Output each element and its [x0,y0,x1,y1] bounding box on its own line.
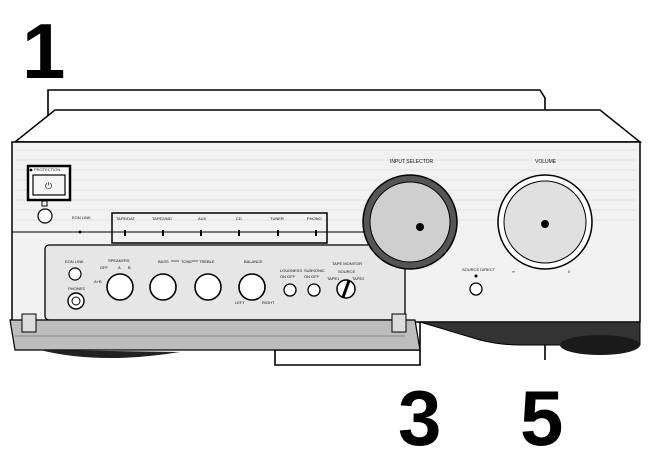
source-direct-label: SOURCE DIRECT [462,267,496,272]
input-buttons: TAPE/DAT TAPE2/MD AUX CD TUNER PHONO [111,212,328,244]
speakers-b-label: B [128,265,131,270]
callout-1: 1 [22,7,65,95]
tape-monitor-source-label: SOURCE [338,269,355,274]
treble-label: TREBLE [199,259,215,264]
balance-label: BALANCE [244,259,263,264]
input-label-tape-dat: TAPE/DAT [116,216,136,221]
subsonic-label: SUBSONIC [304,268,325,273]
speakers-ab-label: A+B [94,279,102,284]
remote-sensor [37,208,53,224]
loudness-label: LOUDNESS [280,268,302,273]
loudness-onoff-label: ON OFF [280,274,296,279]
speakers-off-label: OFF [100,265,109,270]
source-direct: SOURCE DIRECT [462,267,496,296]
input-selector-label: INPUT SELECTOR [390,159,434,165]
tone-label: TONE [181,259,192,264]
source-direct-led [474,274,478,278]
treble-knob[interactable] [194,273,222,301]
balance-knob[interactable] [238,273,266,301]
eon-link-button[interactable] [68,267,82,281]
power-section: PROTECTION ⏻ [26,164,72,224]
input-selector-knob[interactable] [369,181,451,263]
input-label-phono: PHONO [307,216,322,221]
volume-section: VOLUME ∞ 0 [497,159,593,274]
phones-label: PHONES [68,286,85,291]
input-led-6[interactable] [315,230,317,236]
balance-left-label: LEFT [235,300,245,305]
input-led-4[interactable] [238,230,240,236]
source-direct-button[interactable] [469,282,483,296]
volume-max-mark: 0 [568,269,571,274]
tape-monitor-tape1-label: TAPE1 [327,276,340,281]
loudness-button[interactable] [283,283,297,297]
volume-knob-center [541,220,549,228]
lower-eon-link-label: EON LINK [65,259,84,264]
volume-label: VOLUME [535,159,557,165]
eon-link-label-upper: EON LINK [72,215,91,220]
input-led-1[interactable] [124,230,126,236]
callout-3: 3 [398,374,441,451]
tape-monitor-label: TAPE MONITOR [332,261,362,266]
protection-label: PROTECTION [34,167,60,172]
subsonic-button[interactable] [307,283,321,297]
eon-link-led [78,230,82,234]
protection-indicator [29,168,33,172]
power-icon: ⏻ [45,181,52,191]
input-label-aux: AUX [198,216,207,221]
callout-5: 5 [520,374,563,451]
standby-indicator [41,200,48,207]
input-label-cd: CD [236,216,242,221]
subsonic-onoff-label: ON OFF [304,274,320,279]
volume-min-mark: ∞ [512,269,515,274]
input-led-5[interactable] [277,230,279,236]
balance-right-label: RIGHT [262,300,275,305]
tape-monitor-tape2-label: TAPE2 [352,276,365,281]
input-selector: INPUT SELECTOR [362,159,458,270]
bass-label: BASS [158,259,169,264]
power-button[interactable] [32,174,66,196]
bass-knob[interactable] [149,273,177,301]
lower-panel [9,244,421,359]
speakers-knob[interactable] [106,273,134,301]
speakers-a-label: A [118,265,121,270]
input-label-tuner: TUNER [270,216,284,221]
input-label-tape2-md: TAPE2/MD [152,216,172,221]
lower-controls: EON LINK PHONES SPEAKERS OFF A B A+B BAS… [65,258,365,310]
input-led-2[interactable] [162,230,164,236]
input-led-3[interactable] [200,230,202,236]
input-selector-knob-center [416,223,424,231]
speakers-label: SPEAKERS [108,258,130,263]
